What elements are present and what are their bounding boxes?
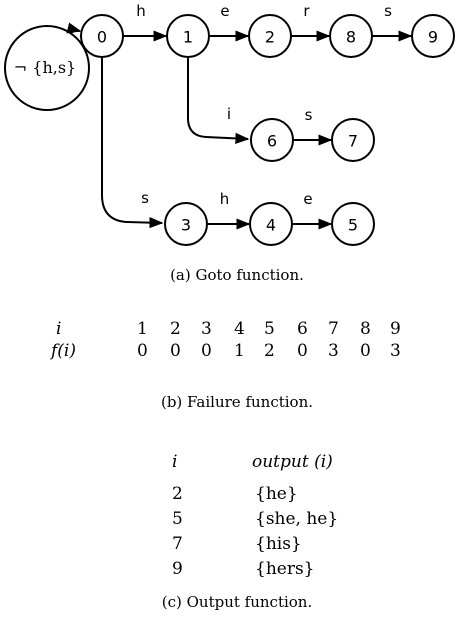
edge-label-1-to-6: i	[227, 105, 231, 123]
edge-label-6-to-7: s	[305, 106, 313, 124]
edge-label-0-to-1: h	[136, 2, 146, 20]
failure-value-row: f(i) 0 0 0 1 2 0 3 0 3	[0, 341, 474, 363]
output-row: 5 {she, he}	[0, 509, 474, 531]
failure-table: i 1 2 3 4 5 6 7 8 9 f(i) 0 0 0 1 2 0 3 0…	[0, 319, 474, 379]
output-row-value: {his}	[255, 534, 302, 554]
failure-header-row: i 1 2 3 4 5 6 7 8 9	[0, 319, 474, 341]
state-node-3	[164, 202, 208, 246]
output-output-header: output (i)	[252, 452, 333, 472]
output-row-i: 5	[172, 509, 183, 529]
state-label-1: 1	[183, 28, 193, 47]
failure-i-value: 8	[360, 319, 371, 339]
state-node-0	[80, 14, 124, 58]
failure-f-value: 3	[390, 341, 401, 361]
state-node-5	[331, 202, 375, 246]
output-caption: (c) Output function.	[161, 593, 313, 611]
failure-i-header: i	[56, 319, 62, 339]
state-label-7: 7	[348, 132, 358, 151]
state-node-8	[329, 14, 373, 58]
output-row-value: {she, he}	[255, 509, 339, 529]
output-row-value: {he}	[255, 484, 298, 504]
output-row-i: 9	[172, 559, 183, 579]
output-i-header: i	[172, 452, 178, 472]
output-row-i: 2	[172, 484, 183, 504]
self-loop-arrow	[66, 22, 82, 34]
state-label-4: 4	[266, 216, 276, 235]
failure-i-value: 5	[264, 319, 275, 339]
edge-label-0-to-3: s	[141, 189, 149, 207]
failure-i-value: 2	[170, 319, 181, 339]
failure-caption: (b) Failure function.	[160, 393, 314, 411]
self-loop-label: ¬ {h,s}	[14, 58, 76, 77]
state-node-2	[248, 14, 292, 58]
failure-f-value: 0	[201, 341, 212, 361]
edge-label-8-to-9: s	[384, 2, 392, 20]
edge-label-1-to-2: e	[220, 2, 229, 20]
output-row-value: {hers}	[255, 559, 315, 579]
state-label-5: 5	[348, 216, 358, 235]
output-row: 2 {he}	[0, 484, 474, 506]
state-label-3: 3	[181, 216, 191, 235]
failure-f-value: 0	[360, 341, 371, 361]
edge-label-4-to-5: e	[303, 190, 312, 208]
state-label-8: 8	[346, 28, 356, 47]
edge-label-3-to-4: h	[220, 190, 230, 208]
failure-f-value: 1	[234, 341, 245, 361]
edge-1-to-6	[187, 57, 250, 144]
failure-i-value: 6	[297, 319, 308, 339]
state-label-9: 9	[428, 28, 438, 47]
failure-i-value: 1	[137, 319, 148, 339]
output-row: 9 {hers}	[0, 559, 474, 581]
state-label-6: 6	[267, 132, 277, 151]
goto-caption: (a) Goto function.	[170, 266, 304, 284]
failure-i-value: 9	[390, 319, 401, 339]
output-header-row: i output (i)	[0, 452, 474, 474]
state-label-2: 2	[265, 28, 275, 47]
failure-f-value: 2	[264, 341, 275, 361]
failure-f-value: 0	[297, 341, 308, 361]
failure-i-value: 4	[234, 319, 245, 339]
edge-0-to-3	[101, 57, 164, 229]
failure-f-header: f(i)	[51, 341, 76, 361]
state-node-1	[166, 14, 210, 58]
edge-label-2-to-8: r	[303, 2, 310, 20]
state-node-6	[250, 118, 294, 162]
state-node-7	[331, 118, 375, 162]
self-loop-circle	[4, 25, 90, 111]
output-table: i output (i) 2 {he} 5 {she, he} 7 {his} …	[0, 452, 474, 582]
failure-i-value: 3	[201, 319, 212, 339]
output-row: 7 {his}	[0, 534, 474, 556]
output-row-i: 7	[172, 534, 183, 554]
state-label-0: 0	[97, 28, 107, 47]
failure-f-value: 3	[328, 341, 339, 361]
failure-f-value: 0	[137, 341, 148, 361]
state-node-4	[249, 202, 293, 246]
failure-f-value: 0	[170, 341, 181, 361]
state-node-9	[411, 14, 455, 58]
goto-diagram: 0 1 2 8 9 6 7 3 4 5 h e r s i s s h e ¬ {h,s}	[4, 2, 455, 246]
failure-i-value: 7	[328, 319, 339, 339]
